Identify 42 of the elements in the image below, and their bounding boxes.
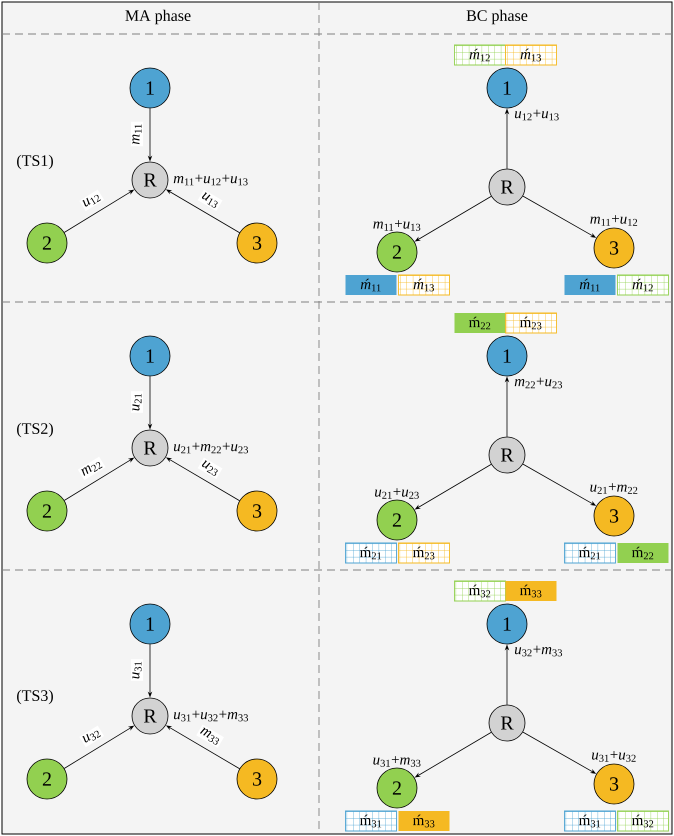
message-block: ḿ$_{33}$: [506, 581, 556, 601]
time-slot-label: (TS2): [17, 422, 53, 438]
message-block: ḿ$_{12}$: [454, 44, 506, 66]
message-block: ḿ$_{21}$: [345, 542, 397, 564]
message-block: ḿ$_{23}$: [505, 312, 557, 334]
node-label: u$_{31}$+u$_{32}$+m$_{33}$: [174, 710, 248, 722]
message-block: ḿ$_{12}$: [617, 274, 669, 296]
edge-label: m$_{33}$: [196, 724, 224, 748]
node-label: u$_{21}$+m$_{22}$+u$_{23}$: [174, 442, 248, 454]
edge-label: u$_{21}$: [130, 391, 144, 413]
node-label: u$_{21}$+m$_{22}$: [590, 483, 638, 494]
node-label: m$_{11}$+u$_{13}$: [373, 220, 420, 231]
message-block: ḿ$_{21}$: [564, 542, 616, 564]
message-block: ḿ$_{31}$: [564, 810, 616, 832]
time-slot-label: (TS3): [17, 690, 53, 704]
edge-label: u$_{32}$: [79, 726, 104, 748]
message-block: ḿ$_{32}$: [617, 810, 669, 832]
node-label: ḿ$_{12}$: [470, 48, 490, 62]
edge-label: u$_{13}$: [198, 190, 222, 211]
column-header: MA phase: [125, 10, 191, 24]
node-label: m$_{22}$+u$_{23}$: [514, 378, 562, 388]
node-label: u$_{12}$+u$_{13}$: [514, 110, 559, 120]
edge-label: u$_{12}$: [79, 190, 104, 212]
message-block: ḿ$_{11}$: [564, 275, 616, 295]
node-label: m$_{11}$+u$_{12}$: [590, 215, 638, 226]
node-label: u$_{31}$+m$_{33}$: [373, 756, 420, 767]
node-label: u$_{21}$+u$_{23}$: [375, 488, 419, 499]
message-block: ḿ$_{23}$: [398, 542, 450, 564]
message-block: ḿ$_{33}$: [398, 811, 450, 831]
message-block: ḿ$_{11}$: [346, 275, 396, 295]
node-label: u$_{32}$+m$_{33}$: [514, 646, 562, 656]
message-block: ḿ$_{32}$: [454, 580, 506, 602]
node-label: u$_{31}$+u$_{32}$: [592, 751, 636, 762]
time-slot-label: (TS1): [17, 154, 53, 170]
column-header: BC phase: [466, 10, 528, 24]
edge-label: u$_{23}$: [198, 458, 222, 479]
message-block: ḿ$_{22}$: [454, 313, 506, 333]
edge-label: u$_{31}$: [130, 659, 144, 681]
message-block: ḿ$_{31}$: [345, 810, 397, 832]
edge-label: m$_{22}$: [78, 456, 106, 480]
node-label: m$_{11}$+u$_{12}$+u$_{13}$: [174, 174, 248, 186]
message-block: ḿ$_{22}$: [618, 543, 668, 563]
